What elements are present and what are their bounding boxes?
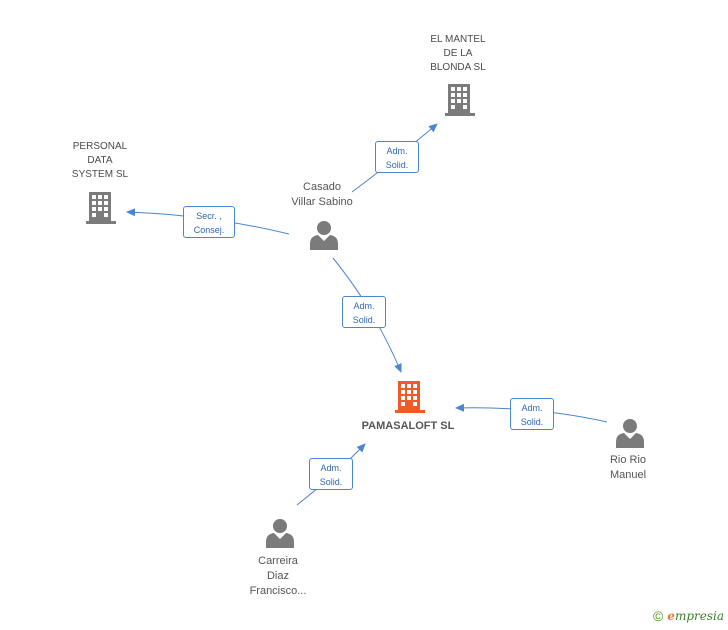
label-line: Carreira <box>258 555 298 567</box>
role-badge-casado-personal[interactable]: Secr. , Consej. <box>183 206 235 238</box>
person-label-carreira[interactable]: Carreira Diaz Francisco... <box>232 554 324 599</box>
badge-line: Solid. <box>319 477 343 487</box>
label-line: Francisco... <box>249 585 307 597</box>
badge-line: Adm. <box>521 403 543 413</box>
badge-line: Adm. <box>386 146 408 156</box>
role-badge-casado-mantel[interactable]: Adm. Solid. <box>375 141 419 173</box>
badge-line: Adm. <box>320 463 342 473</box>
person-icon[interactable] <box>616 419 644 448</box>
company-label-pamasaloft[interactable]: PAMASALOFT SL <box>350 419 466 434</box>
focus-building-icon[interactable] <box>395 381 425 413</box>
label-line: Diaz <box>266 570 289 582</box>
label-line: EL MANTEL <box>430 34 486 45</box>
role-badge-carreira-pamasaloft[interactable]: Adm. Solid. <box>309 458 353 490</box>
brand-initial: e <box>667 609 675 623</box>
building-icon[interactable] <box>86 192 116 224</box>
label-line: Manuel <box>609 469 647 481</box>
badge-line: Adm. <box>353 301 375 311</box>
label-line: Villar Sabino <box>291 196 353 208</box>
label-line: Casado <box>303 181 341 193</box>
company-label-personal-data[interactable]: PERSONAL DATA SYSTEM SL <box>50 140 150 182</box>
label-line: Rio Rio <box>609 454 647 466</box>
company-label-el-mantel[interactable]: EL MANTEL DE LA BLONDA SL <box>408 33 508 75</box>
person-label-casado[interactable]: Casado Villar Sabino <box>268 180 376 210</box>
badge-line: Solid. <box>385 160 409 170</box>
person-icon[interactable] <box>266 519 294 548</box>
label-line: PAMASALOFT SL <box>361 420 455 432</box>
badge-line: Solid. <box>520 417 544 427</box>
label-line: SYSTEM SL <box>71 169 129 180</box>
label-line: PERSONAL <box>72 141 128 152</box>
label-line: BLONDA SL <box>430 62 486 73</box>
badge-line: Consej. <box>193 225 225 235</box>
person-label-rio-rio[interactable]: Rio Rio Manuel <box>592 453 664 483</box>
badge-line: Solid. <box>352 315 376 325</box>
brand-logo: empresia <box>667 609 724 623</box>
role-badge-casado-pamasaloft[interactable]: Adm. Solid. <box>342 296 386 328</box>
brand-rest: mpresia <box>674 609 724 623</box>
badge-line: Secr. , <box>196 211 222 221</box>
person-icon[interactable] <box>310 221 338 250</box>
role-badge-rio-pamasaloft[interactable]: Adm. Solid. <box>510 398 554 430</box>
copyright-symbol: © <box>652 608 664 624</box>
building-icon[interactable] <box>445 84 475 116</box>
label-line: DE LA <box>443 48 473 59</box>
brand-footer: © empresia <box>653 608 724 624</box>
label-line: DATA <box>87 155 113 166</box>
